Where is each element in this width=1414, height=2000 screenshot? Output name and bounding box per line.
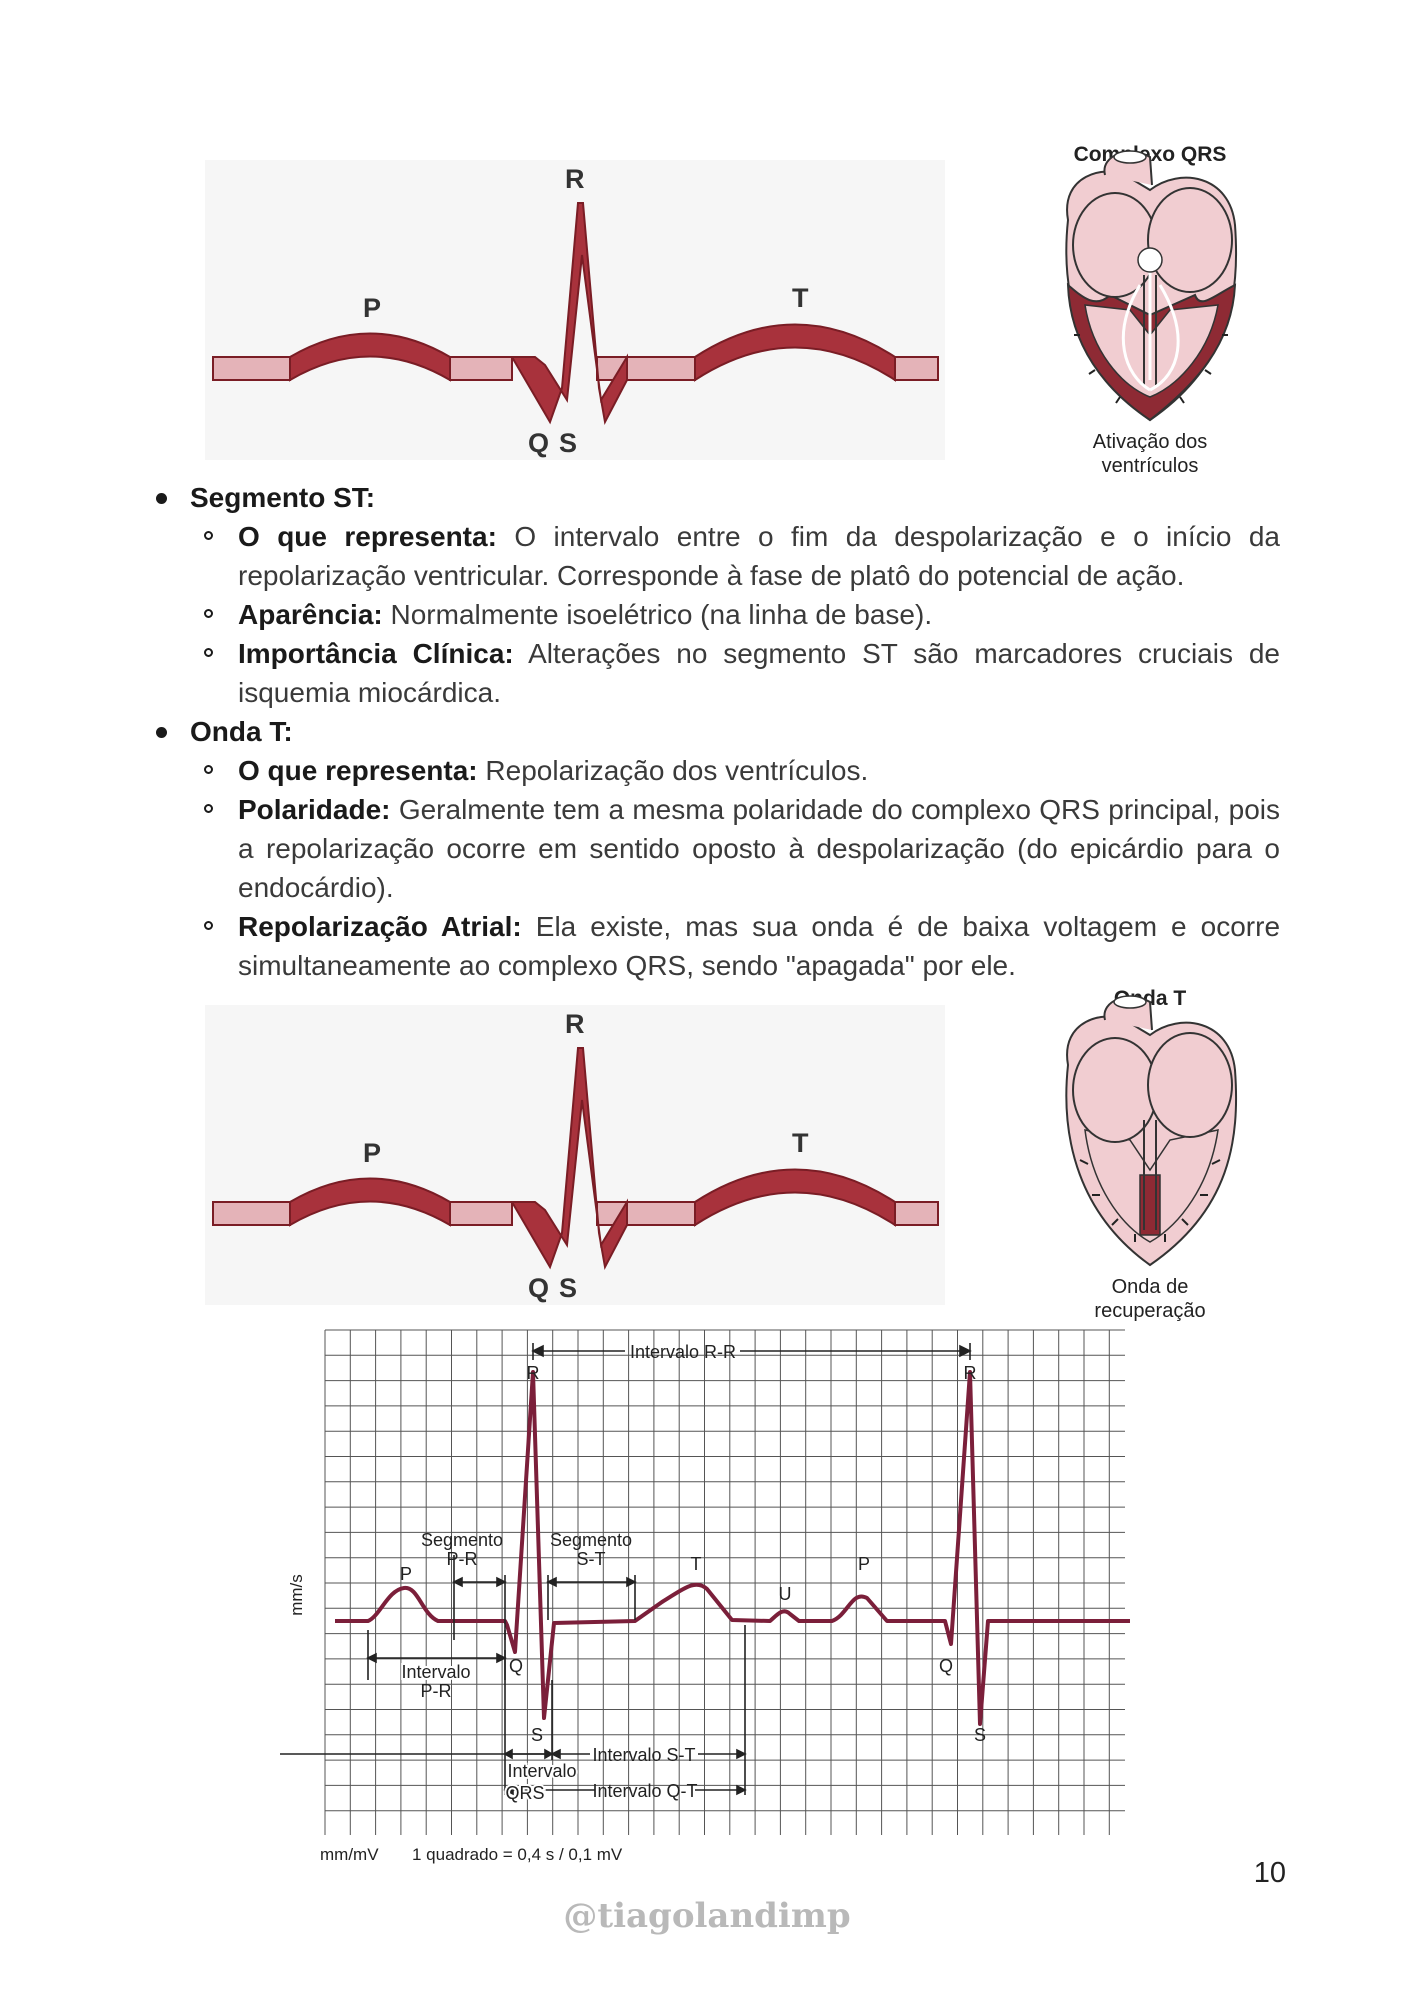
p-wave [289,332,451,382]
p2-label: P [858,1554,870,1574]
author-handle: @tiagolandimp [563,1896,851,1936]
heart-caption-line2: ventrículos [1102,455,1199,477]
item-text: Ela existe, mas sua onda é de baixa volt… [238,911,1281,981]
heart-caption-line1: Onda de [1112,1276,1189,1298]
seg-st-label-1: Segmento [550,1530,632,1550]
wave-label-s: S [559,428,577,458]
wave-label-s: S [559,1273,577,1303]
list-item: Aparência: Normalmente isoelétrico (na l… [204,595,1280,634]
item-text: Geralmente tem a mesma polaridade do com… [238,794,1280,903]
int-pr-label-2: P-R [421,1681,452,1701]
footer-scale: 1 quadrado = 0,4 s / 0,1 mV [412,1845,623,1864]
recovery-arrows [1079,1159,1221,1242]
aorta-opening [1113,995,1147,1009]
heart-caption-line1: Ativação dos [1093,431,1208,453]
p-wave [289,1177,451,1227]
s1-label: S [531,1725,543,1745]
ecg-grid-diagram: Intervalo R-R R R Segmento P-R Segmento … [280,1320,1130,1880]
int-qrs-st-qt-markers [280,1625,747,1796]
t-wave [694,323,896,382]
int-st-label: Intervalo S-T [592,1745,695,1765]
t-label: T [691,1554,702,1574]
int-qrs-label-2: QRS [505,1783,544,1803]
int-pr-marker [366,1630,507,1680]
atrium-right [1147,1032,1233,1138]
footer-units: mm/mV [320,1845,379,1864]
heart-diagram-qrs: Complexo QRS Ativação dos ventrículos [1065,143,1238,477]
wave-label-t: T [792,1128,809,1158]
list-item: O que representa: O intervalo entre o fi… [204,517,1280,595]
item-label: Polaridade: [238,794,391,825]
r2-label: R [964,1363,977,1383]
av-node [1137,247,1163,273]
item-label: Aparência: [238,599,383,630]
item-text: Alterações no segmento ST são marcadores… [238,638,1280,708]
wave-label-t: T [792,283,809,313]
item-text: Normalmente isoelétrico (na linha de bas… [382,599,933,630]
y-axis-label: mm/s [287,1574,306,1616]
item-label: Repolarização Atrial: [238,911,522,942]
q1-label: Q [509,1656,523,1676]
list-item: Polaridade: Geralmente tem a mesma polar… [204,790,1280,907]
item-label: Importância Clínica: [238,638,514,669]
r1-label: R [527,1363,540,1383]
ecg-wave-diagram-middle: P R T Q S [205,1005,945,1305]
u-label: U [779,1584,792,1604]
wave-label-p: P [363,1138,381,1168]
wave-label-r: R [565,164,585,194]
p1-label: P [400,1564,412,1584]
septum [1143,275,1157,385]
seg-pr-label-1: Segmento [421,1530,503,1550]
wave-label-r: R [565,1009,585,1039]
int-pr-label-1: Intervalo [401,1662,470,1682]
q2-label: Q [939,1656,953,1676]
wave-label-q: Q [528,1273,549,1303]
ecg-grid [324,1329,1125,1835]
content-list: Segmento ST: O que representa: O interva… [150,478,1280,985]
activation-arrows [1074,334,1228,404]
t-wave [694,1168,896,1227]
rr-interval-label: Intervalo R-R [630,1342,736,1362]
int-qrs-label-1: Intervalo [507,1761,576,1781]
list-item: O que representa: Repolarização dos vent… [204,751,1280,790]
int-qt-label: Intervalo Q-T [592,1781,697,1801]
list-item: Importância Clínica: Alterações no segme… [204,634,1280,712]
heading-segmento-st: Segmento ST: [150,478,1280,517]
ecg-trace [335,1370,1130,1726]
seg-pr-marker [452,1555,507,1640]
rr-interval-marker [531,1343,972,1360]
wave-label-p: P [363,293,381,323]
wave-label-q: Q [528,428,549,458]
item-text: Repolarização dos ventrículos. [477,755,869,786]
seg-st-label-2: S-T [577,1549,606,1569]
seg-pr-label-2: P-R [447,1549,478,1569]
septum [1143,1120,1157,1230]
heart-caption-line2: recuperação [1094,1300,1205,1322]
aorta-opening [1113,150,1147,164]
item-text: O intervalo entre o fim da despolarizaçã… [238,521,1280,591]
qrs-complex [510,1047,628,1271]
heart-diagram-onda-t: Onda T Onda de recuperação [1065,987,1238,1322]
list-item: Repolarização Atrial: Ela existe, mas su… [204,907,1281,985]
atrium-right [1147,187,1233,293]
page-number: 10 [1253,1857,1286,1889]
qrs-complex [510,202,628,426]
heading-onda-t: Onda T: [150,712,1280,751]
item-label: O que representa: [238,521,497,552]
ecg-wave-diagram-top: P R T Q S [205,160,945,460]
seg-st-marker [546,1575,637,1620]
s2-label: S [974,1725,986,1745]
conduction-path [1121,265,1180,392]
item-label: O que representa: [238,755,478,786]
